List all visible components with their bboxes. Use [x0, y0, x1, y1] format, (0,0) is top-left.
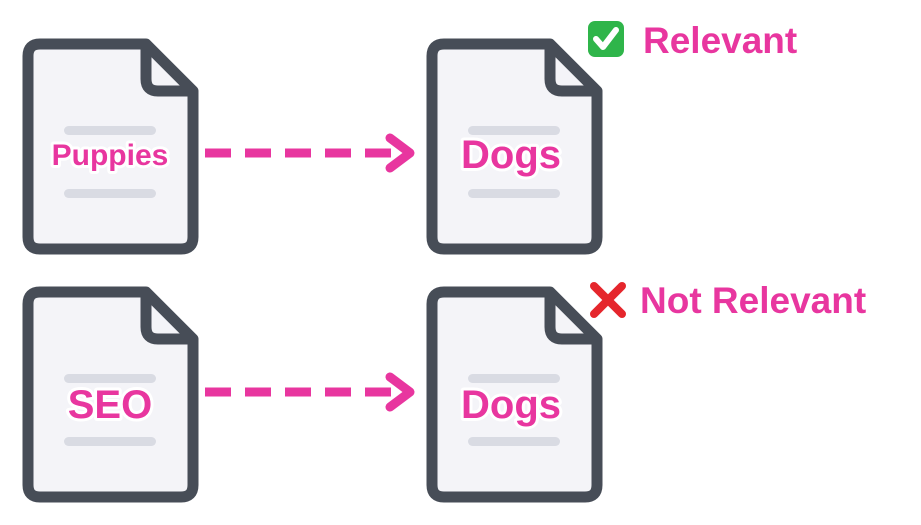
- status-label: Not Relevant: [640, 280, 866, 321]
- row-not-relevant: SEO Dogs Not Relevant: [28, 277, 869, 497]
- source-document-label: SEO: [68, 383, 152, 427]
- dashed-arrow-icon: [205, 133, 415, 173]
- status-label: Relevant: [643, 20, 797, 61]
- target-document-label: Dogs: [461, 383, 561, 427]
- source-document-label: Puppies: [52, 139, 169, 172]
- dashed-arrow-icon: [205, 372, 415, 412]
- row-relevant: Puppies Dogs Relevant: [28, 17, 800, 249]
- target-document-label: Dogs: [461, 133, 561, 177]
- check-mark-icon: [588, 21, 624, 57]
- cross-mark-icon: [590, 282, 626, 318]
